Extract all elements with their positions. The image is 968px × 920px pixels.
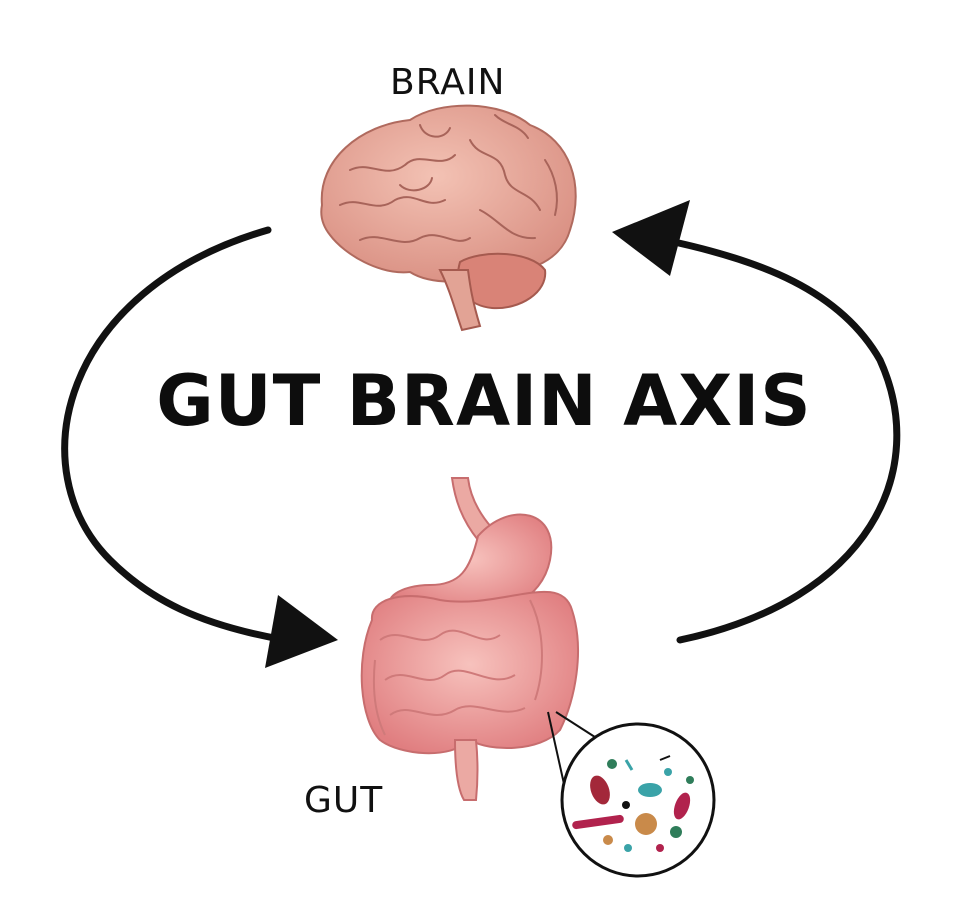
- diagram-title: GUT BRAIN AXIS: [156, 360, 812, 442]
- microbiome-magnifier: [560, 722, 716, 878]
- gut-label: GUT: [304, 780, 384, 821]
- gut-to-brain-arrow: [612, 200, 901, 644]
- brain-illustration: [320, 104, 577, 332]
- digestive-tract-illustration: [360, 477, 579, 801]
- brain-to-gut-arrow: [61, 226, 338, 668]
- brain-label: BRAIN: [390, 62, 506, 103]
